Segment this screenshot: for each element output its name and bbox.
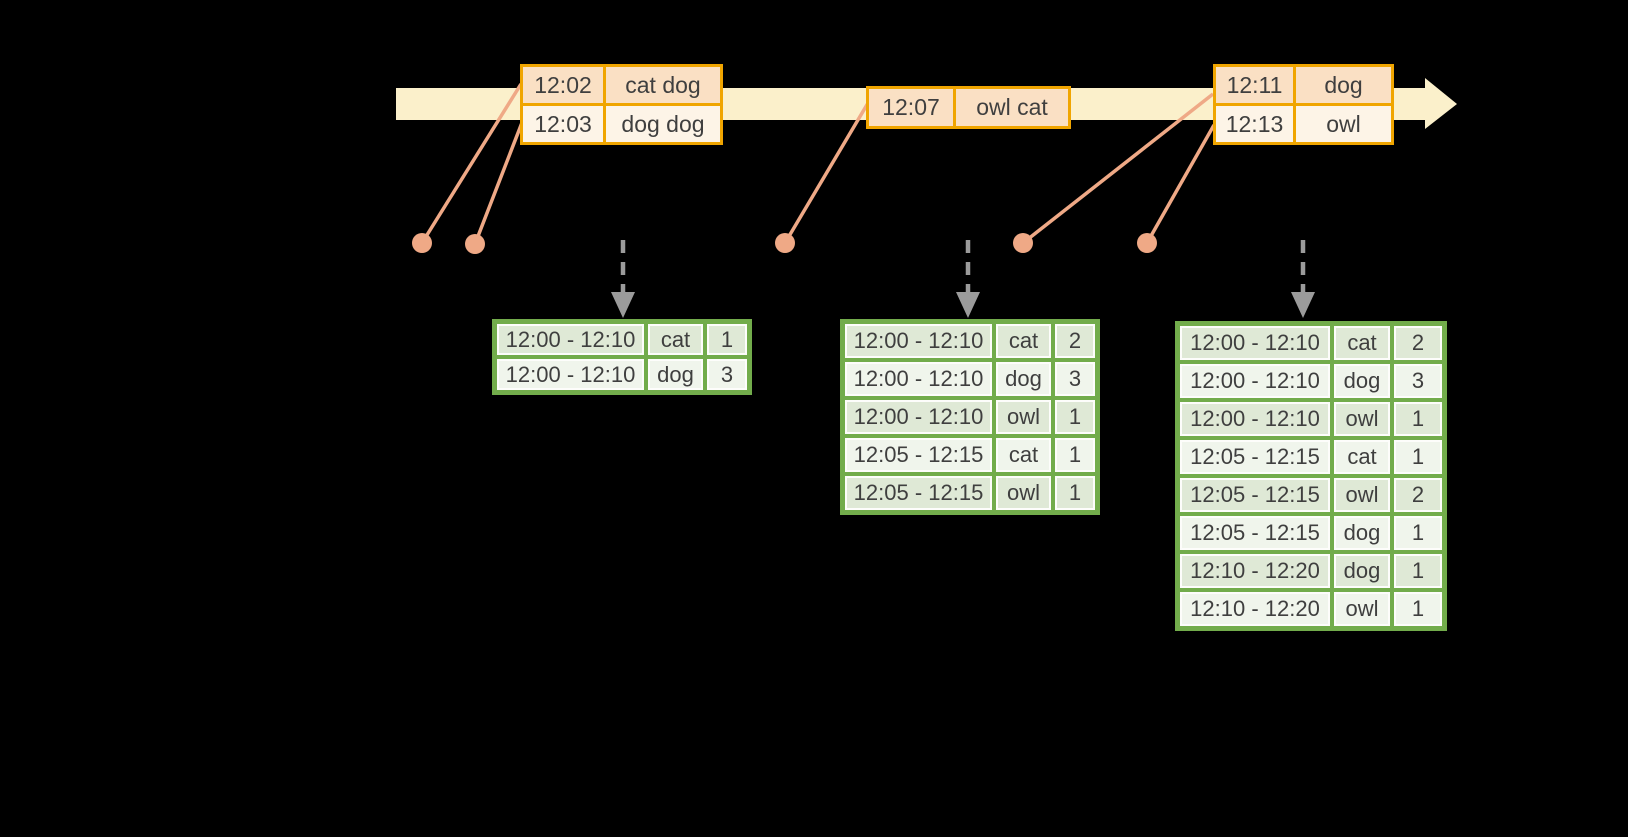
count-cell: 1	[1055, 476, 1095, 510]
word-cell: owl	[1334, 478, 1390, 512]
window-cell: 12:05 - 12:15	[1180, 440, 1330, 474]
word-cell: cat	[996, 438, 1051, 472]
words-cell: dog dog	[606, 106, 720, 142]
window-cell: 12:05 - 12:15	[1180, 516, 1330, 550]
count-cell: 1	[1055, 400, 1095, 434]
window-cell: 12:00 - 12:10	[1180, 402, 1330, 436]
event-connector-line	[783, 102, 870, 244]
window-cell: 12:05 - 12:15	[845, 476, 992, 510]
window-cell: 12:10 - 12:20	[1180, 592, 1330, 626]
count-cell: 2	[1394, 478, 1442, 512]
count-cell: 3	[707, 359, 747, 390]
window-cell: 12:00 - 12:10	[1180, 364, 1330, 398]
word-cell: owl	[996, 476, 1051, 510]
word-cell: dog	[1334, 364, 1390, 398]
event-dot	[465, 234, 485, 254]
event-connector-line	[1021, 92, 1215, 245]
count-cell: 2	[1394, 326, 1442, 360]
words-cell: owl cat	[956, 89, 1068, 126]
event-connector-line	[473, 119, 525, 245]
window-cell: 12:05 - 12:15	[1180, 478, 1330, 512]
event-connector-line	[420, 83, 523, 244]
count-cell: 1	[1394, 554, 1442, 588]
window-cell: 12:00 - 12:10	[497, 324, 644, 355]
trigger-arrow-icon	[956, 240, 980, 318]
window-cell: 12:05 - 12:15	[845, 438, 992, 472]
time-cell: 12:11	[1216, 67, 1293, 103]
word-cell: cat	[1334, 326, 1390, 360]
words-cell: cat dog	[606, 67, 720, 103]
time-cell: 12:13	[1216, 106, 1293, 142]
event-connector-line	[1145, 124, 1216, 244]
event-connector-lines	[420, 83, 1216, 245]
count-cell: 2	[1055, 324, 1095, 358]
word-cell: dog	[1334, 554, 1390, 588]
event-dot	[1137, 233, 1157, 253]
count-cell: 1	[1394, 402, 1442, 436]
count-cell: 1	[707, 324, 747, 355]
words-cell: dog	[1296, 67, 1391, 103]
word-cell: owl	[1334, 592, 1390, 626]
window-cell: 12:00 - 12:10	[497, 359, 644, 390]
window-cell: 12:00 - 12:10	[845, 324, 992, 358]
count-cell: 1	[1394, 440, 1442, 474]
count-cell: 1	[1055, 438, 1095, 472]
word-cell: dog	[996, 362, 1051, 396]
count-cell: 1	[1394, 516, 1442, 550]
word-cell: dog	[1334, 516, 1390, 550]
word-cell: dog	[648, 359, 703, 390]
words-cell: owl	[1296, 106, 1391, 142]
timeline-arrowhead-icon	[1425, 78, 1457, 129]
window-cell: 12:00 - 12:10	[845, 362, 992, 396]
window-cell: 12:10 - 12:20	[1180, 554, 1330, 588]
word-cell: owl	[1334, 402, 1390, 436]
word-cell: cat	[996, 324, 1051, 358]
word-cell: cat	[1334, 440, 1390, 474]
time-cell: 12:02	[523, 67, 603, 103]
time-cell: 12:03	[523, 106, 603, 142]
event-dot	[412, 233, 432, 253]
window-cell: 12:00 - 12:10	[1180, 326, 1330, 360]
count-cell: 3	[1055, 362, 1095, 396]
event-dot	[775, 233, 795, 253]
count-cell: 1	[1394, 592, 1442, 626]
word-cell: owl	[996, 400, 1051, 434]
event-dots	[412, 233, 1157, 254]
trigger-arrow-icon	[1291, 240, 1315, 318]
event-dot	[1013, 233, 1033, 253]
word-cell: cat	[648, 324, 703, 355]
time-cell: 12:07	[869, 89, 953, 126]
window-cell: 12:00 - 12:10	[845, 400, 992, 434]
trigger-arrow-icon	[611, 240, 635, 318]
count-cell: 3	[1394, 364, 1442, 398]
